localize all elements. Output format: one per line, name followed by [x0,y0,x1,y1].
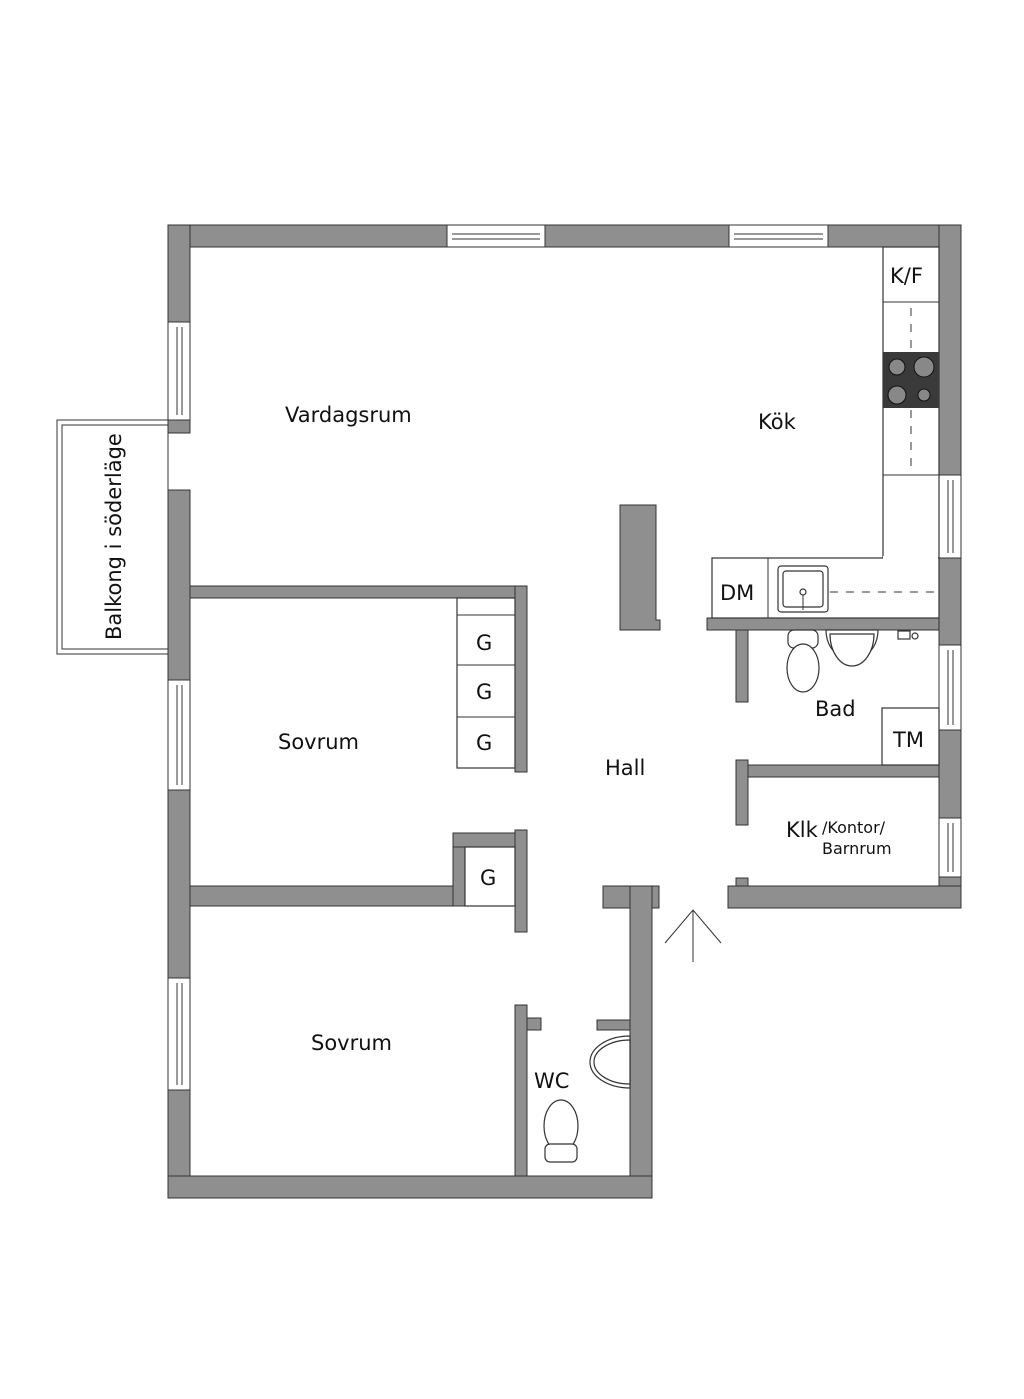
wardrobe-label: G [476,631,492,655]
room-label-kok: Kök [758,410,797,434]
room-label-wc: WC [534,1069,569,1093]
washbasin-icon [825,629,879,667]
kitchen-sink-icon [777,565,829,613]
room-label-vardagsrum: Vardagsrum [285,403,412,427]
washing-machine [881,707,940,766]
kitchen-counter [711,246,940,619]
dishwasher-label: DM [720,581,754,605]
entrance-arrow-icon [664,909,722,962]
wardrobe-label: G [476,731,492,755]
wardrobes [456,597,516,907]
room-label-klk: Klk [786,818,819,842]
wardrobe-label: G [476,680,492,704]
tap-icon [897,630,919,640]
toilet-icon [786,629,820,693]
windows [167,224,962,1091]
room-label-hall: Hall [605,756,645,780]
wc-toilet-icon [543,1099,579,1163]
stove-icon [883,352,939,408]
washing-machine-label: TM [892,728,924,752]
interior-walls [189,504,940,1177]
room-label-barnrum: Barnrum [822,839,892,858]
room-label-bad: Bad [815,697,856,721]
room-label-kontor: /Kontor/ [822,818,886,837]
wardrobe-label: G [480,866,496,890]
fridge-freezer-label: K/F [890,264,923,288]
room-label-balkong: Balkong i söderläge [102,433,126,640]
wc-washbasin-icon [589,1035,631,1089]
room-label-sovrum: Sovrum [278,730,359,754]
room-label-sovrum-2: Sovrum [311,1031,392,1055]
